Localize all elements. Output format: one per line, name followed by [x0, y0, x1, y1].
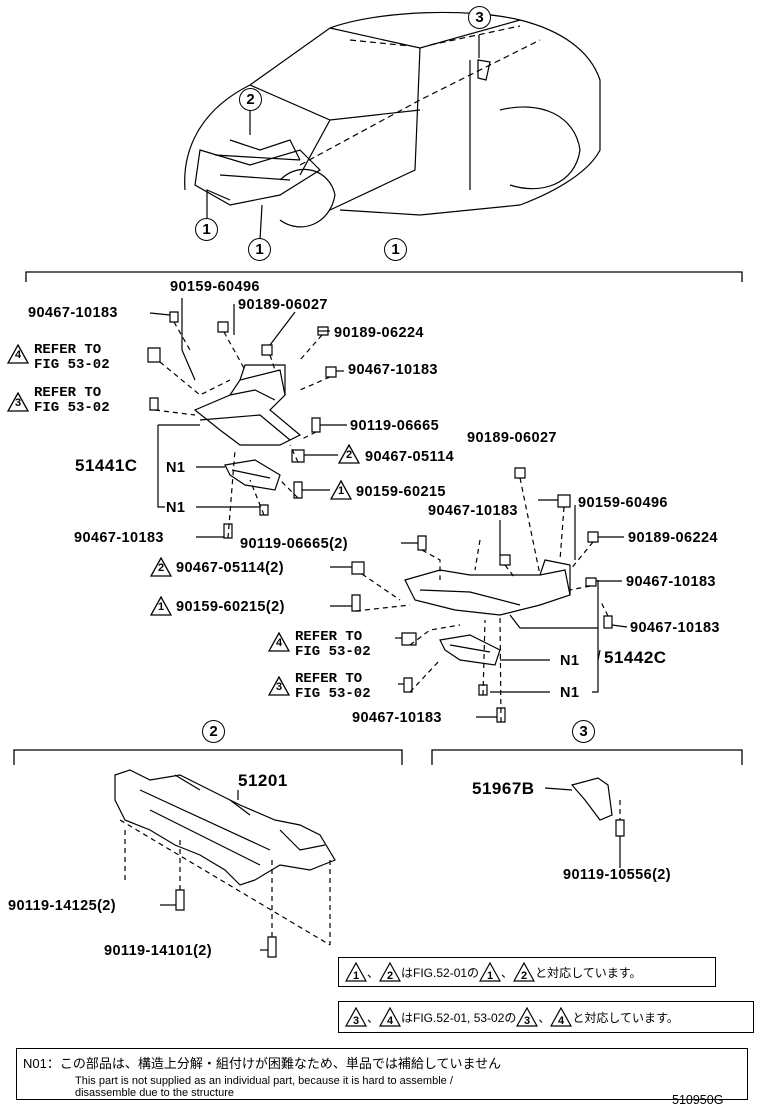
svg-text:3: 3 — [353, 1015, 359, 1027]
crossmember-drawing — [114, 769, 336, 886]
note-text: と対応しています。 — [535, 965, 642, 980]
svg-text:2: 2 — [387, 970, 393, 982]
section-3-header: 3 — [572, 720, 595, 743]
triangle-3-marker: 3 — [268, 676, 290, 696]
triangle-2-marker: 2 — [379, 962, 402, 982]
under-cover-left-drawing — [193, 364, 302, 491]
note-text: 、 — [367, 965, 380, 980]
part-number-label: 90119-14101(2) — [104, 943, 212, 959]
triangle-4-marker: 4 — [379, 1007, 402, 1027]
part-number-51441C: 51441C — [75, 456, 138, 475]
svg-text:2: 2 — [521, 970, 527, 982]
triangle-1-marker: 1 — [330, 480, 352, 500]
part-number-label: 90189-06027 — [467, 430, 557, 446]
triangle-2-marker: 2 — [338, 444, 360, 464]
part-number-label: 90159-60215(2) — [176, 599, 285, 615]
section-1-header: 1 — [384, 238, 407, 261]
refer-to-fig-label: REFER TO FIG 53-02 — [34, 385, 110, 416]
triangle-1-marker: 1 — [479, 962, 502, 982]
part-number-label: 90467-10183 — [74, 530, 164, 546]
refer-to-fig-label: REFER TO FIG 53-02 — [295, 629, 371, 660]
note-text: 、 — [538, 1010, 551, 1025]
part-number-label: 90119-06665(2) — [240, 536, 348, 552]
svg-text:1: 1 — [487, 970, 493, 982]
part-number-label: 90467-10183 — [626, 574, 716, 590]
part-number-label: 90467-05114 — [365, 449, 455, 465]
refer-to-fig-label: REFER TO FIG 53-02 — [295, 671, 371, 702]
svg-text:4: 4 — [387, 1015, 394, 1027]
part-number-label: 90467-10183 — [28, 305, 118, 321]
part-number-label: 90159-60215 — [356, 484, 446, 500]
triangle-3-marker: 3 — [516, 1007, 539, 1027]
refer-to-fig-label: REFER TO FIG 53-02 — [34, 342, 110, 373]
part-number-label: 90467-10183 — [348, 362, 438, 378]
part-number-label: 90119-14125(2) — [8, 898, 116, 914]
callout-circle-3-car: 3 — [468, 6, 491, 29]
part-number-label: 90189-06224 — [628, 530, 718, 546]
part-number-label: 90119-10556(2) — [563, 867, 671, 883]
svg-text:4: 4 — [558, 1015, 565, 1027]
note-text: 、 — [367, 1010, 380, 1025]
part-number-label: 90467-05114(2) — [176, 560, 284, 576]
part-number-label: 90159-60496 — [578, 495, 668, 511]
n1-marker: N1 — [166, 460, 186, 476]
correspondence-note-box-1: 1 、 2 はFIG.52-01の 1 、 2 と対応しています。 — [338, 957, 716, 987]
part-number-51967B: 51967B — [472, 779, 535, 798]
triangle-1-marker: 1 — [150, 596, 172, 616]
note-text: と対応しています。 — [572, 1010, 679, 1025]
n01-note-japanese: N01：この部品は、構造上分解・組付けが困難なため、単品では補給していません — [23, 1056, 502, 1071]
car-illustration — [184, 11, 601, 228]
note-text: はFIG.52-01, 53-02の — [401, 1010, 517, 1025]
triangle-3-marker: 3 — [7, 392, 29, 412]
triangle-2-marker: 2 — [513, 962, 536, 982]
correspondence-note-box-2: 3 、 4 はFIG.52-01, 53-02の 3 、 4 と対応しています。 — [338, 1001, 754, 1033]
part-number-51201: 51201 — [238, 771, 288, 790]
callout-circle-1-car-bottom: 1 — [248, 238, 271, 261]
svg-text:1: 1 — [353, 970, 359, 982]
triangle-1-marker: 1 — [345, 962, 367, 982]
triangle-4-marker: 4 — [550, 1007, 573, 1027]
part-number-label: 90189-06027 — [238, 297, 328, 313]
part-number-label: 90467-10183 — [428, 503, 518, 519]
n1-marker: N1 — [560, 685, 580, 701]
part-number-label: 90467-10183 — [630, 620, 720, 636]
part-number-label: 90119-06665 — [350, 418, 440, 434]
triangle-2-marker: 2 — [150, 557, 172, 577]
svg-text:3: 3 — [524, 1015, 530, 1027]
triangle-4-marker: 4 — [268, 632, 290, 652]
note-text: はFIG.52-01の — [401, 965, 480, 980]
triangle-4-marker: 4 — [7, 344, 29, 364]
part-number-51442C: 51442C — [604, 648, 667, 667]
note-text: 、 — [501, 965, 514, 980]
figure-id: 510950G — [672, 1093, 724, 1107]
part-number-label: 90467-10183 — [352, 710, 442, 726]
n01-note-english: This part is not supplied as an individu… — [75, 1075, 453, 1099]
bracket-drawing — [570, 777, 613, 821]
callout-circle-1-car-left: 1 — [195, 218, 218, 241]
part-number-label: 90189-06224 — [334, 325, 424, 341]
under-cover-right-drawing — [404, 559, 571, 666]
triangle-3-marker: 3 — [345, 1007, 367, 1027]
n01-note-box: N01：この部品は、構造上分解・組付けが困難なため、単品では補給していません T… — [16, 1048, 748, 1100]
callout-circle-2-car: 2 — [239, 88, 262, 111]
section-2-header: 2 — [202, 720, 225, 743]
part-number-label: 90159-60496 — [170, 279, 260, 295]
n1-marker: N1 — [560, 653, 580, 669]
n1-marker: N1 — [166, 500, 186, 516]
